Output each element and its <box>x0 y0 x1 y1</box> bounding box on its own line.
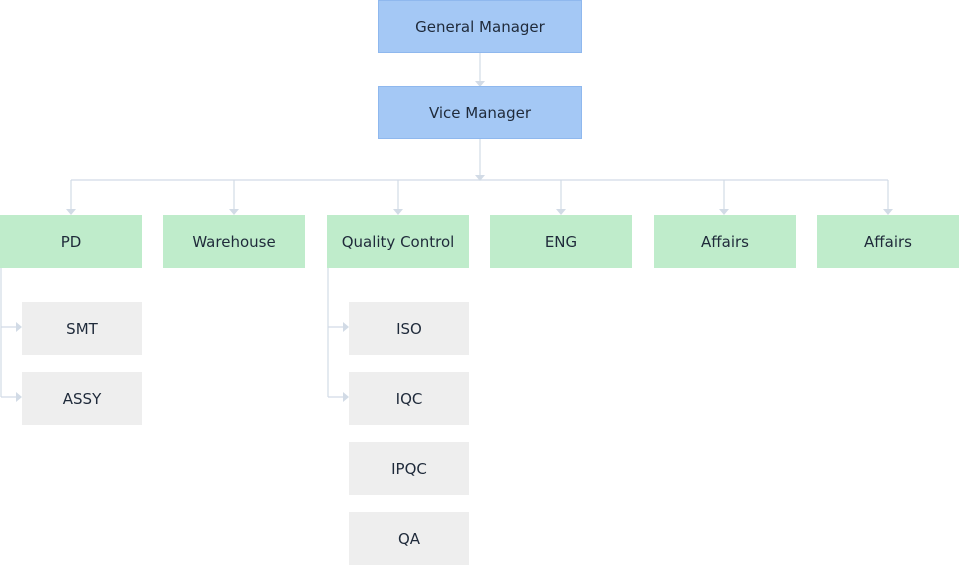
department-label: PD <box>60 232 82 251</box>
sub-node-iso[interactable]: ISO <box>349 302 469 355</box>
sub-node-label: IQC <box>395 389 423 408</box>
department-node-affairs-2[interactable]: Affairs <box>817 215 959 268</box>
sub-node-label: IPQC <box>391 459 427 478</box>
department-node-quality-control[interactable]: Quality Control <box>327 215 469 268</box>
department-node-eng[interactable]: ENG <box>490 215 632 268</box>
vice-manager-node[interactable]: Vice Manager <box>378 86 582 139</box>
sub-node-qa[interactable]: QA <box>349 512 469 565</box>
department-label: ENG <box>544 232 578 251</box>
department-label: Affairs <box>864 232 912 251</box>
sub-node-smt[interactable]: SMT <box>22 302 142 355</box>
sub-node-iqc[interactable]: IQC <box>349 372 469 425</box>
general-manager-label: General Manager <box>415 17 545 36</box>
department-label: Affairs <box>701 232 749 251</box>
sub-node-label: SMT <box>66 319 98 338</box>
sub-node-assy[interactable]: ASSY <box>22 372 142 425</box>
department-node-pd[interactable]: PD <box>0 215 142 268</box>
sub-node-label: ISO <box>396 319 422 338</box>
department-label: Quality Control <box>341 232 455 251</box>
department-label: Warehouse <box>192 232 276 251</box>
sub-node-label: QA <box>397 529 421 548</box>
department-node-warehouse[interactable]: Warehouse <box>163 215 305 268</box>
general-manager-node[interactable]: General Manager <box>378 0 582 53</box>
vice-manager-label: Vice Manager <box>428 103 532 122</box>
sub-node-label: ASSY <box>62 389 102 408</box>
sub-node-ipqc[interactable]: IPQC <box>349 442 469 495</box>
department-node-affairs-1[interactable]: Affairs <box>654 215 796 268</box>
